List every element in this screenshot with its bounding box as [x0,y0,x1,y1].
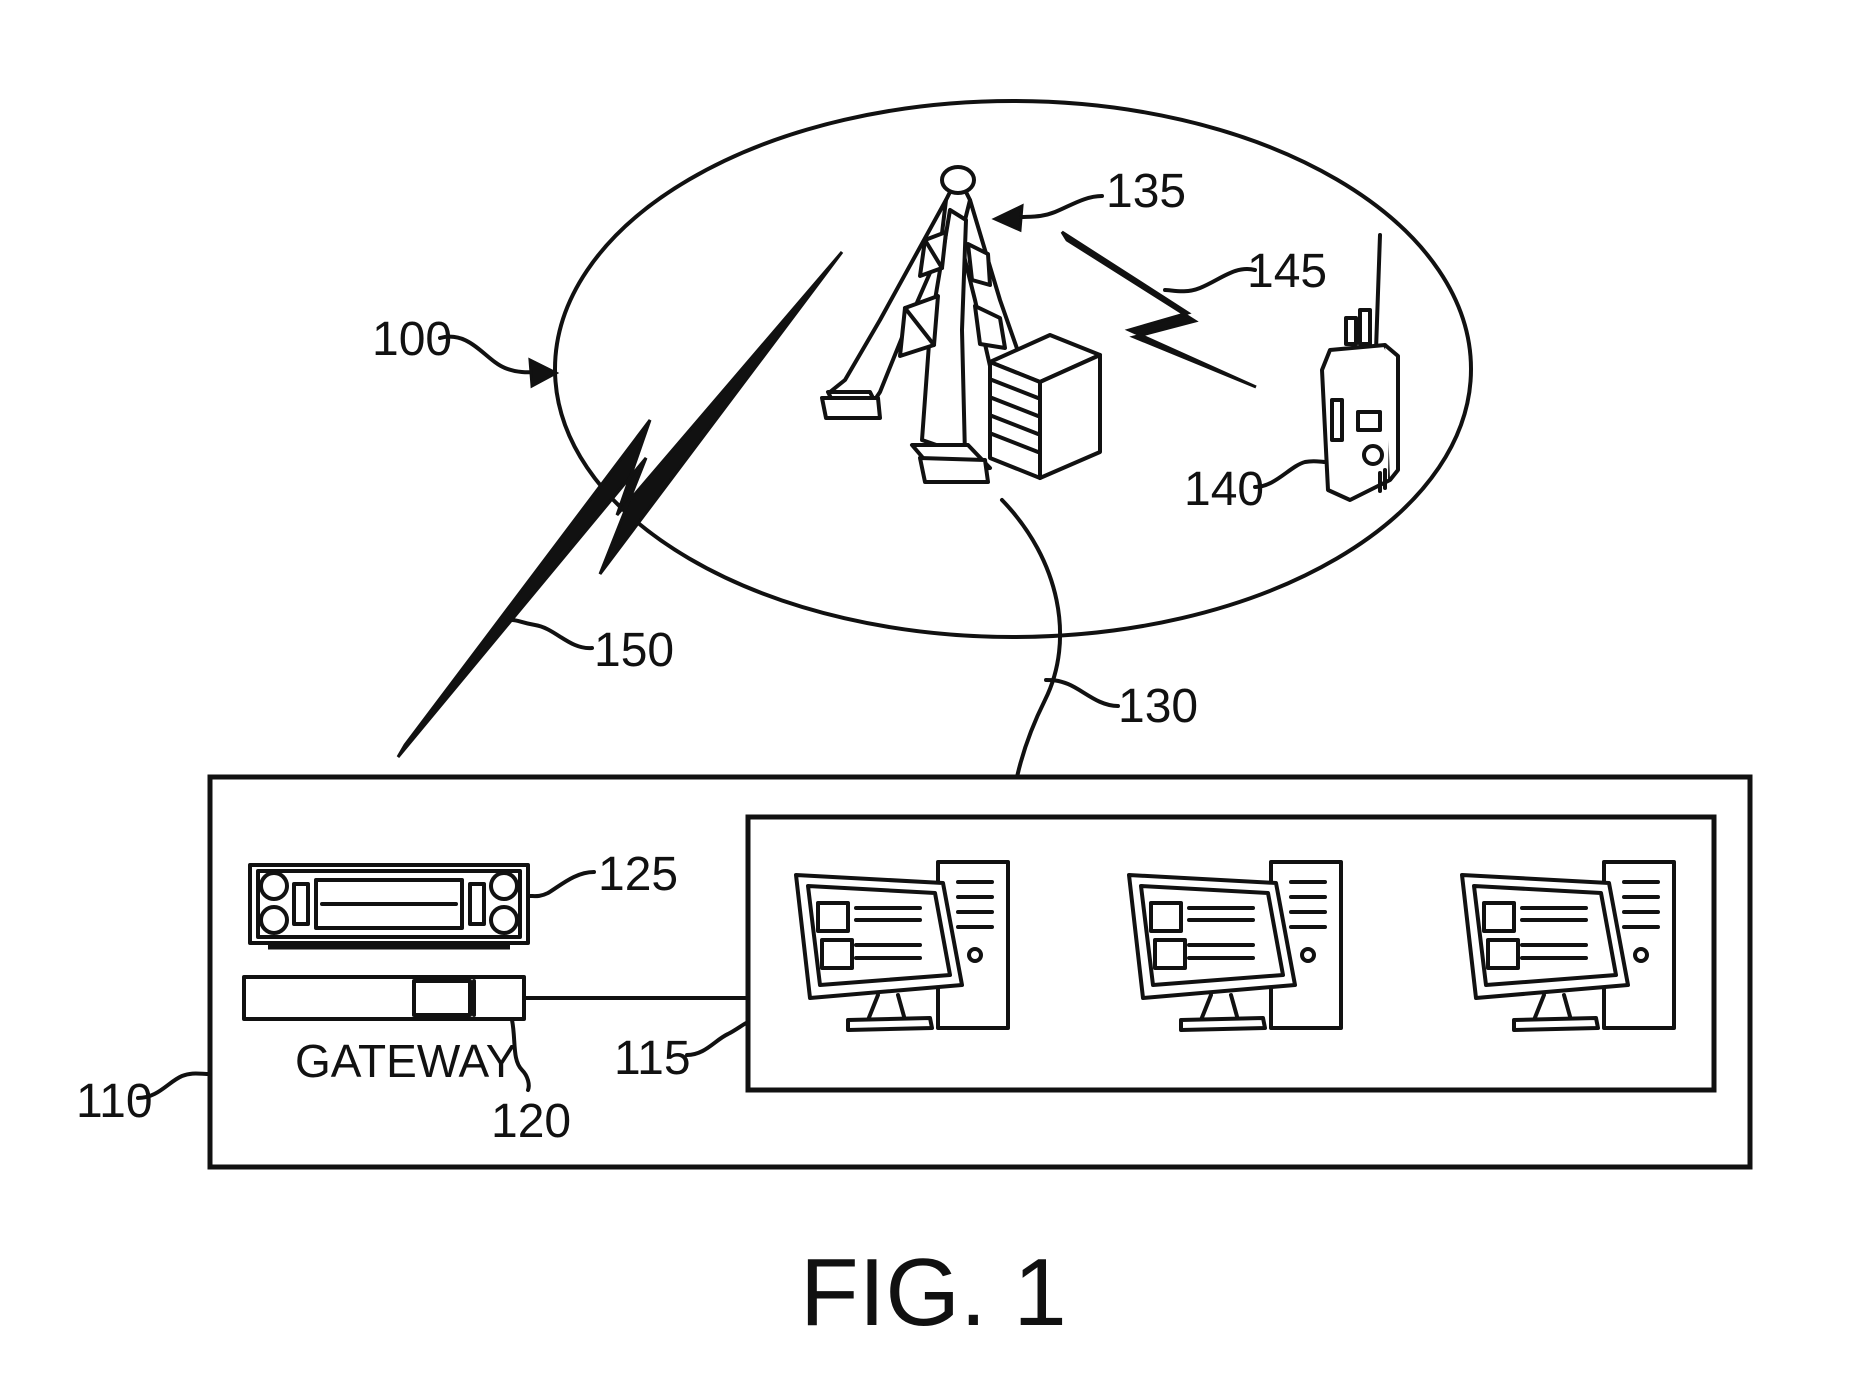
base-radio-icon [250,865,528,947]
leader-100 [440,337,556,386]
ref-label-110: 110 [76,1075,153,1128]
ref-label-145: 145 [1247,245,1327,298]
ref-label-120: 120 [491,1095,571,1148]
ref-label-100: 100 [372,313,452,366]
portable-radio-icon [1322,235,1398,500]
leader-140 [1255,461,1326,487]
ref-label-115: 115 [614,1032,691,1085]
base-station-cabinet-icon [990,335,1100,478]
leader-130 [1046,680,1118,706]
wireless-link-150 [398,252,842,757]
computer-workstation-icon [1462,862,1674,1030]
ref-label-140: 140 [1184,463,1264,516]
ref-label-130: 130 [1118,680,1198,733]
ref-label-125: 125 [598,848,678,901]
computer-workstations [796,862,1674,1030]
gateway-label: GATEWAY [295,1035,517,1087]
leader-125 [530,872,594,896]
figure-caption: FIG. 1 [800,1239,1067,1346]
leader-145 [1165,269,1255,291]
ref-label-135: 135 [1106,165,1186,218]
leader-135 [995,196,1102,230]
leader-115 [687,1022,748,1055]
computer-workstation-icon [1129,862,1341,1030]
computer-workstation-icon [796,862,1008,1030]
gateway-device-icon [244,977,524,1019]
leader-150 [512,620,592,648]
ref-label-150: 150 [594,624,674,677]
